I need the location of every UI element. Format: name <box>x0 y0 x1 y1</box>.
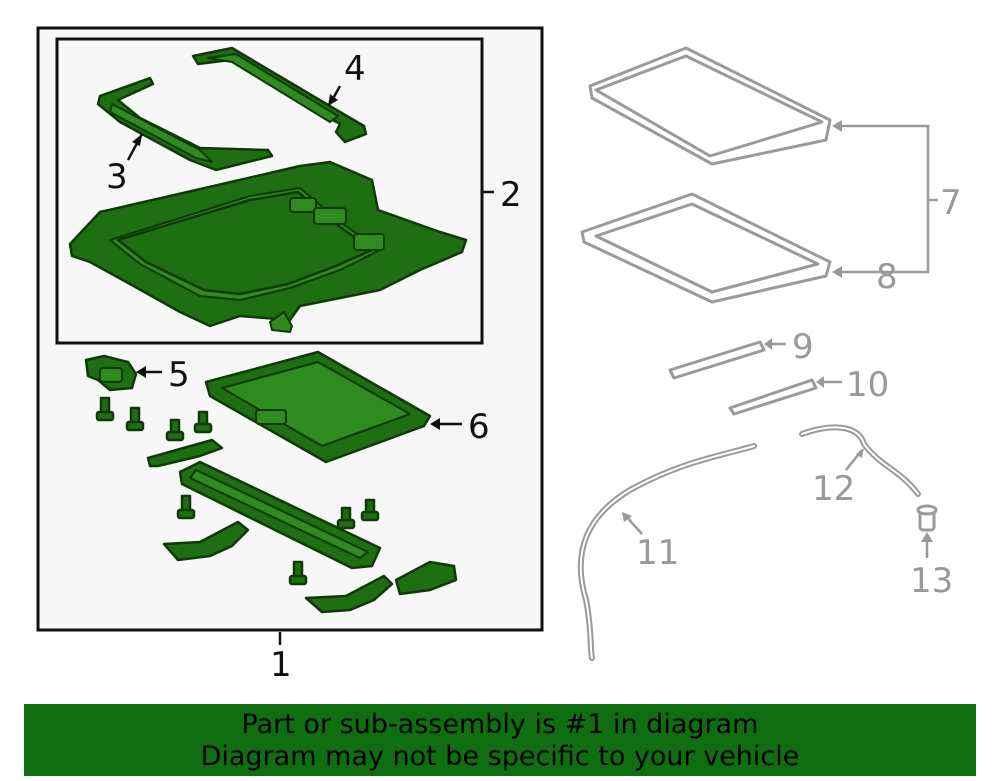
bolt-set-lower <box>176 494 380 586</box>
part-3-deflector[interactable] <box>96 76 274 172</box>
callout-7: 7 <box>940 183 962 223</box>
part-4-rail[interactable] <box>191 46 368 144</box>
callout-9: 9 <box>792 327 814 367</box>
callout-8: 8 <box>876 257 898 297</box>
callout-2: 2 <box>500 175 522 215</box>
bracket-right[interactable] <box>304 574 394 614</box>
bolt-set-upper <box>95 396 213 442</box>
callout-5: 5 <box>168 355 190 395</box>
banner-line-2: Diagram may not be specific to your vehi… <box>200 741 800 772</box>
bracket-left[interactable] <box>162 520 250 562</box>
callout-10: 10 <box>846 365 889 405</box>
callout-11: 11 <box>636 533 679 573</box>
part-2-frame[interactable] <box>68 160 468 333</box>
bracket-upper[interactable] <box>146 438 224 468</box>
leader-lines-grey <box>622 120 938 558</box>
callout-1: 1 <box>270 645 292 685</box>
info-banner: Part or sub-assembly is #1 in diagram Di… <box>24 704 976 776</box>
callout-3: 3 <box>106 157 128 197</box>
callout-12: 12 <box>812 469 855 509</box>
part-9-strip[interactable] <box>668 340 766 380</box>
drain-block[interactable] <box>394 560 458 596</box>
callout-4: 4 <box>344 49 366 89</box>
part-10-strip[interactable] <box>728 378 818 416</box>
part-6-sunshade[interactable] <box>204 350 432 464</box>
leader-lines-dark <box>126 85 494 645</box>
callout-6: 6 <box>468 407 490 447</box>
cross-member[interactable] <box>178 460 382 570</box>
part-13-clip[interactable] <box>916 504 938 532</box>
parts-diagram: 1 2 3 4 5 6 7 8 9 10 11 12 13 <box>36 26 962 685</box>
part-8-seal[interactable] <box>580 192 832 304</box>
part-7-glass-panel[interactable] <box>588 46 832 166</box>
callout-13: 13 <box>910 561 953 601</box>
banner-line-1: Part or sub-assembly is #1 in diagram <box>241 709 759 740</box>
part-5-motor[interactable] <box>84 354 138 392</box>
